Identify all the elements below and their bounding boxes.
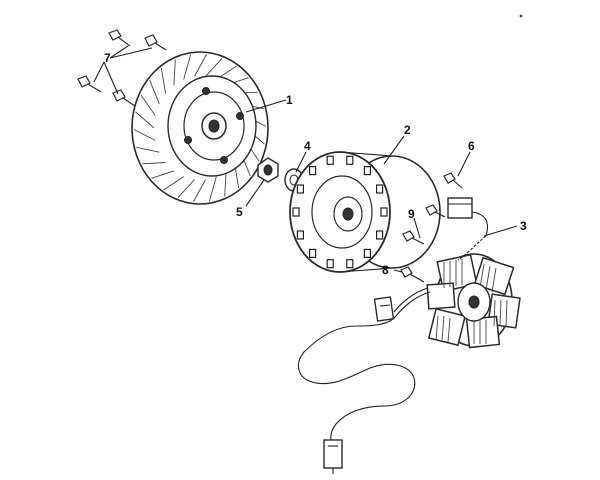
- bolt-icon: [425, 204, 446, 218]
- fan-blade: [193, 179, 206, 202]
- callout-2: 2: [404, 123, 411, 137]
- fan-blade: [177, 179, 195, 199]
- fan-blade: [140, 94, 156, 116]
- pulser-coil: [447, 197, 489, 237]
- callout-4: 4: [304, 139, 311, 153]
- connector-plug-icon: [323, 439, 343, 474]
- fan-blade: [163, 176, 184, 191]
- callout-6: 6: [468, 139, 475, 153]
- cooling-fan: [131, 51, 269, 205]
- flywheel: [289, 151, 441, 273]
- flywheel-magnet-slot: [363, 166, 371, 176]
- fan-blade: [149, 79, 160, 104]
- flywheel-magnet-slot: [296, 230, 304, 240]
- fan-blade: [224, 170, 227, 197]
- flywheel-magnet-slot: [363, 248, 371, 258]
- fan-blade: [160, 67, 167, 94]
- fan-blade: [183, 54, 192, 80]
- fan-blade: [205, 57, 223, 77]
- bolt-icon: [443, 172, 463, 189]
- fan-blade: [133, 129, 156, 141]
- callout-3: 3: [520, 219, 527, 233]
- flywheel-magnet-slot: [376, 184, 384, 194]
- flywheel-nut: [257, 157, 279, 183]
- callout-8: 8: [382, 263, 389, 277]
- flywheel-magnet-slot: [309, 248, 317, 258]
- bolt-icon: [77, 75, 102, 93]
- fan-blade: [151, 170, 175, 179]
- speck: [519, 14, 523, 18]
- fan-blade: [208, 176, 217, 202]
- flywheel-magnet-slot: [309, 166, 317, 176]
- callout-7: 7: [104, 51, 111, 65]
- flywheel-magnet-slot: [292, 207, 300, 217]
- bolt-icon: [400, 266, 425, 283]
- bolt-icon: [144, 34, 167, 51]
- flywheel-magnet-slot: [326, 155, 334, 165]
- fan-blade: [173, 59, 176, 86]
- flywheel-magnet-slot: [376, 230, 384, 240]
- connector-icon: [373, 296, 395, 322]
- bolt-icon: [108, 29, 131, 47]
- fan-blade: [194, 54, 207, 77]
- stator-bolts: [400, 230, 425, 283]
- flywheel-magnet-slot: [346, 155, 354, 165]
- fan-blade: [136, 146, 160, 153]
- fan-blade: [142, 162, 166, 165]
- flywheel-magnet-slot: [346, 259, 354, 269]
- callout-5: 5: [236, 205, 243, 219]
- bolt-icon: [402, 230, 425, 245]
- flywheel-magnet-slot: [380, 207, 388, 217]
- wiring-harness: [297, 235, 487, 474]
- flywheel-magnet-slot: [296, 184, 304, 194]
- callout-labels: 1 2 3 4 5 6 7 8 9: [104, 51, 527, 277]
- callout-9: 9: [408, 207, 415, 221]
- pulser-bolt: [443, 172, 463, 189]
- stator: [426, 253, 521, 349]
- flywheel-magnet-slot: [326, 259, 334, 269]
- fan-bolts: [77, 29, 167, 107]
- leader-lines: [93, 45, 518, 273]
- bolt-icon: [112, 89, 136, 107]
- pulser-screw: [425, 204, 446, 218]
- fan-blade: [135, 111, 155, 129]
- callout-1: 1: [286, 93, 293, 107]
